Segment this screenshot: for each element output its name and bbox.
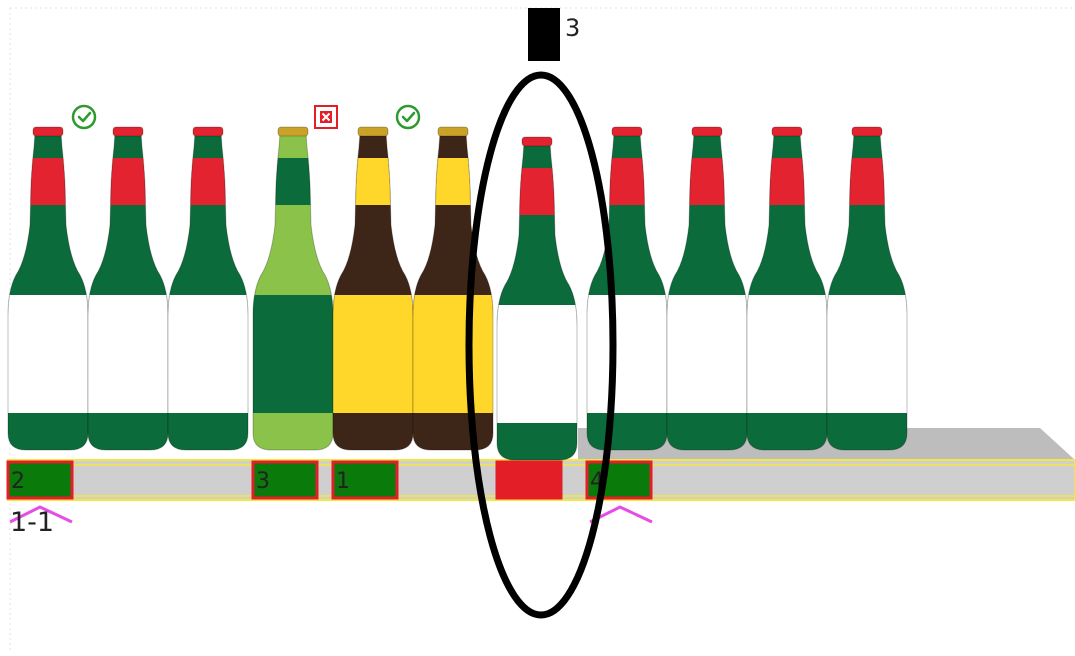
shelf-marker[interactable]: 3 (253, 462, 317, 498)
shelf-marker-label: 3 (256, 469, 270, 494)
bottle-label (168, 295, 248, 413)
focus-label: 3 (565, 14, 580, 42)
shelf-marker[interactable]: 1 (333, 462, 397, 498)
bottle-neck-band (168, 158, 248, 205)
bottle-label (587, 295, 667, 413)
green-red-bottle[interactable] (497, 135, 577, 460)
bottle-label (333, 295, 413, 413)
bottle-label (413, 295, 493, 413)
green-red-bottle[interactable] (667, 125, 747, 450)
bottle-cap (358, 127, 388, 136)
bottle-cap (772, 127, 802, 136)
green-red-bottle[interactable] (168, 125, 248, 450)
bottle-cap (612, 127, 642, 136)
bottle-neck-band (8, 158, 88, 205)
green-red-bottle[interactable] (827, 125, 907, 450)
bottle-label (8, 295, 88, 413)
position-label: 1-1 (10, 507, 54, 538)
bottle-cap (113, 127, 143, 136)
shelf-marker[interactable]: 4 (587, 462, 651, 498)
bottle-neck-band (747, 158, 827, 205)
bottle-cap (852, 127, 882, 136)
bottle-cap (692, 127, 722, 136)
green-red-bottle[interactable] (88, 125, 168, 450)
bottle-cap (33, 127, 63, 136)
focus-bar[interactable] (528, 8, 560, 61)
bottle-neck-band (827, 158, 907, 205)
bottle-label (497, 305, 577, 423)
bottle-cap (438, 127, 468, 136)
brown-yellow-bottle[interactable] (333, 125, 413, 450)
bottle-neck-band (497, 168, 577, 215)
shelf-marker-label: 2 (11, 469, 25, 494)
bottle-cap (193, 127, 223, 136)
bottle-neck-band (667, 158, 747, 205)
bottle-label (747, 295, 827, 413)
bottle-label (253, 295, 333, 413)
shelf-marker[interactable] (497, 462, 561, 498)
bottle-label (667, 295, 747, 413)
lime-bottle[interactable] (253, 125, 333, 450)
bottle-label (88, 295, 168, 413)
bottle-neck-band (333, 158, 413, 205)
bottle-neck-band (253, 158, 333, 205)
x-box-icon (315, 106, 337, 128)
bottle-cap (522, 137, 552, 146)
bottle-neck-band (88, 158, 168, 205)
status-icons-group (73, 106, 419, 128)
position-caret (10, 507, 652, 522)
check-circle-icon (397, 106, 419, 128)
brown-yellow-bottle[interactable] (413, 125, 493, 450)
green-red-bottle[interactable] (8, 125, 88, 450)
shelf-marker-box[interactable] (497, 462, 561, 498)
bottle-cap (278, 127, 308, 136)
bottle-label (827, 295, 907, 413)
bottles-group (8, 125, 907, 460)
shelf-marker[interactable]: 2 (8, 462, 72, 498)
shelf-marker-label: 1 (336, 469, 350, 494)
check-circle-icon (73, 106, 95, 128)
green-red-bottle[interactable] (747, 125, 827, 450)
